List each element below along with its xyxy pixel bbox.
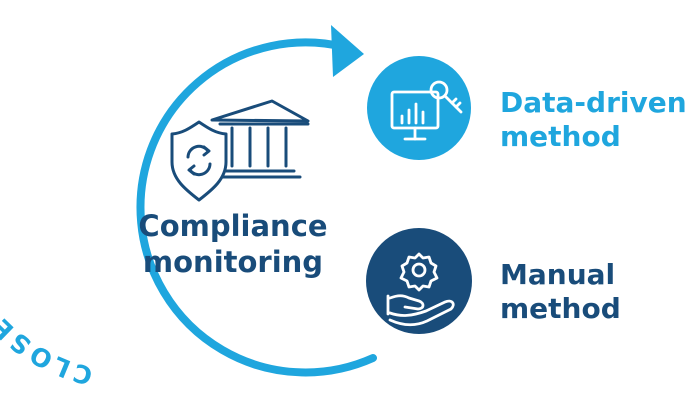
loop-arrowhead <box>331 25 364 77</box>
monitor-key-icon <box>390 80 463 141</box>
manual-method-node <box>366 228 472 334</box>
compliance-line: Compliance <box>138 209 328 243</box>
gear-hand-icon <box>386 252 455 327</box>
data-driven-method-label: Data-driven method <box>500 86 687 154</box>
data-driven-method-node <box>367 56 471 160</box>
compliance-monitoring-title: Compliance monitoring <box>118 208 348 280</box>
manual-line: Manual <box>500 258 616 291</box>
manual-method-line: method <box>500 292 621 325</box>
compliance-badge-building-icon <box>170 99 310 202</box>
monitoring-line: monitoring <box>142 245 324 279</box>
manual-method-label: Manual method <box>500 258 621 326</box>
data-driven-line: Data-driven <box>500 86 687 119</box>
data-driven-method-line: method <box>500 120 621 153</box>
close-loop-label: CLOSE THE LOOP <box>0 137 96 391</box>
loop-arc <box>136 38 377 377</box>
